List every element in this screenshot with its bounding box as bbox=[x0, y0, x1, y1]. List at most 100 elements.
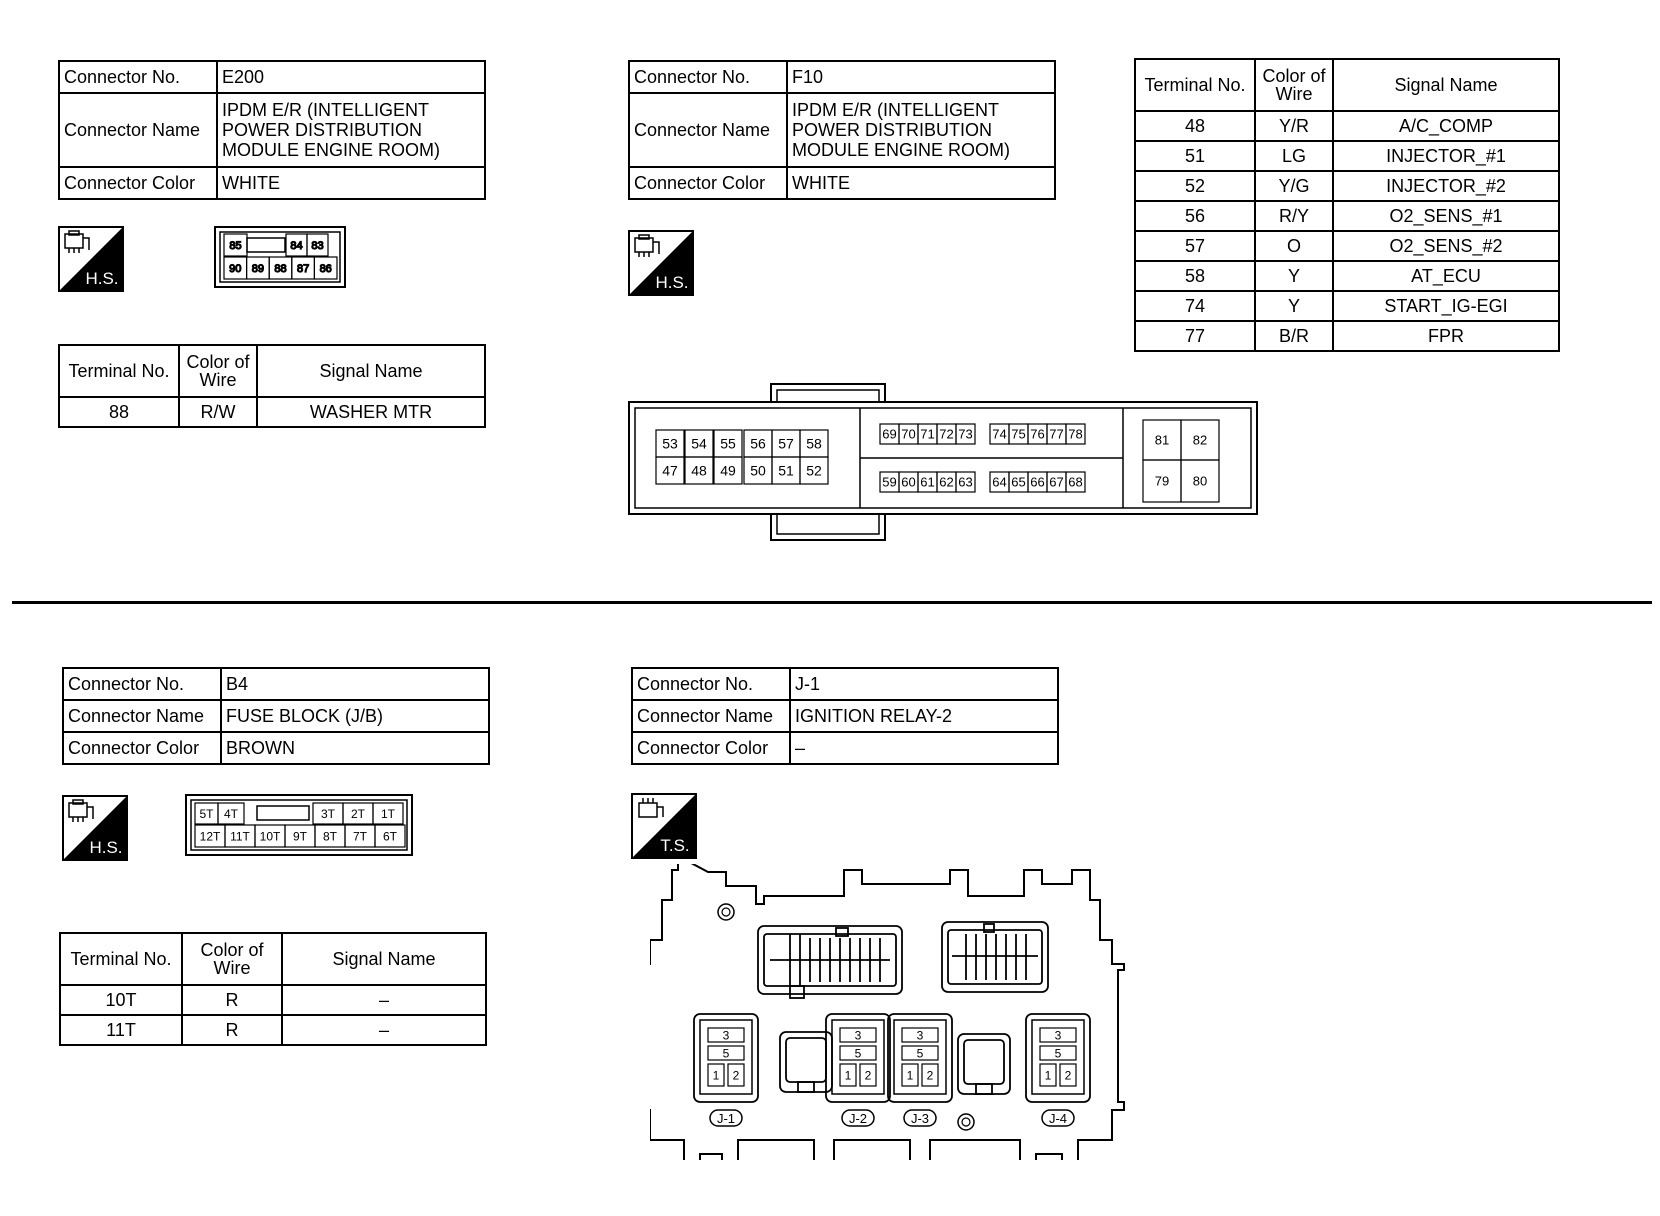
pin-label: 86 bbox=[320, 263, 332, 275]
pin-label: 6T bbox=[383, 829, 398, 843]
signal-name-cell: O2_SENS_#1 bbox=[1332, 200, 1560, 232]
b4-connector-table: Connector No. B4 Connector Name FUSE BLO… bbox=[62, 667, 490, 765]
pin-label: 48 bbox=[691, 463, 707, 479]
connector-color-value: WHITE bbox=[786, 166, 1056, 200]
pin-cell bbox=[901, 1063, 919, 1087]
pin-cell bbox=[1039, 1063, 1057, 1087]
pin-label: 62 bbox=[939, 475, 953, 490]
connector-name-value: IPDM E/R (INTELLIGENT POWER DISTRIBUTION… bbox=[786, 92, 1056, 168]
pin-cell bbox=[372, 802, 404, 825]
pin-label: 89 bbox=[252, 263, 264, 275]
connector-no-value: F10 bbox=[786, 60, 1056, 94]
pin-label: 74 bbox=[992, 427, 1006, 442]
pin-cell bbox=[707, 1027, 745, 1043]
pin-label: 1 bbox=[845, 1068, 852, 1082]
pin-cell bbox=[1039, 1027, 1077, 1043]
pin-label: 84 bbox=[290, 240, 302, 252]
signal-name-cell: FPR bbox=[1332, 320, 1560, 352]
terminal-side-icon: T.S. bbox=[631, 793, 697, 859]
pin-label: 12T bbox=[200, 829, 221, 843]
pin-label: 54 bbox=[691, 436, 707, 452]
terminal-no-cell: 58 bbox=[1134, 260, 1256, 292]
pin-label: 55 bbox=[720, 436, 736, 452]
terminal-no-cell: 51 bbox=[1134, 140, 1256, 172]
housing-outline bbox=[650, 864, 1125, 1160]
pin-label: 2 bbox=[927, 1068, 934, 1082]
pin-label: 10T bbox=[260, 829, 281, 843]
wire-color-cell: Y bbox=[1254, 290, 1334, 322]
pin-label: 75 bbox=[1011, 427, 1025, 442]
pin-label: 4T bbox=[224, 807, 239, 821]
harness-side-icon: H.S. bbox=[62, 795, 128, 861]
wire-color-cell: R/W bbox=[178, 396, 258, 428]
pin-cell bbox=[839, 1027, 877, 1043]
plug-socket-right bbox=[957, 1033, 1011, 1095]
connector-no-label: Connector No. bbox=[58, 60, 218, 94]
pin-label: 66 bbox=[1030, 475, 1044, 490]
pin-label: 11T bbox=[230, 829, 250, 843]
pin-cell bbox=[839, 1063, 857, 1087]
terminal-no-header: Terminal No. bbox=[58, 344, 180, 398]
pin-label: 72 bbox=[939, 427, 953, 442]
terminal-no-cell: 74 bbox=[1134, 290, 1256, 322]
table-row: 88 R/W WASHER MTR bbox=[58, 396, 486, 428]
pin-label: 79 bbox=[1155, 474, 1169, 489]
connector-no-value: E200 bbox=[216, 60, 486, 94]
pin-label: 1 bbox=[713, 1068, 720, 1082]
connector-name-label: Connector Name bbox=[628, 92, 788, 168]
relay-label-box bbox=[841, 1109, 875, 1127]
pin-label: 82 bbox=[1193, 433, 1207, 448]
pin-label: 64 bbox=[992, 475, 1006, 490]
connector-no-label: Connector No. bbox=[62, 667, 222, 701]
pin-label: 60 bbox=[901, 475, 915, 490]
pin-cell bbox=[1065, 471, 1086, 493]
relay-label: J-1 bbox=[717, 1111, 735, 1126]
table-row: 10T R – bbox=[59, 984, 487, 1016]
pin-label: 78 bbox=[1068, 427, 1082, 442]
wire-color-cell: O bbox=[1254, 230, 1334, 262]
pin-label: 70 bbox=[901, 427, 915, 442]
f10-connector-table: Connector No. F10 Connector Name IPDM E/… bbox=[628, 60, 1056, 200]
pin-cell bbox=[727, 1063, 745, 1087]
terminal-no-cell: 52 bbox=[1134, 170, 1256, 202]
pin-label: 7T bbox=[353, 829, 368, 843]
wire-color-cell: B/R bbox=[1254, 320, 1334, 352]
connector-name-value: IGNITION RELAY-2 bbox=[789, 699, 1059, 733]
j1-connector-table: Connector No. J-1 Connector Name IGNITIO… bbox=[631, 667, 1059, 765]
relay-socket-inner bbox=[831, 1019, 885, 1095]
icon-label: H.S. bbox=[655, 273, 688, 292]
pin-label: 52 bbox=[806, 463, 822, 479]
signal-name-header: Signal Name bbox=[1332, 58, 1560, 112]
harness-side-icon: H.S. bbox=[58, 226, 124, 292]
pin-label: 2T bbox=[351, 807, 366, 821]
pin-cell bbox=[655, 456, 685, 485]
icon-label: T.S. bbox=[660, 836, 689, 855]
pin-cell bbox=[374, 824, 406, 848]
pin-cell bbox=[313, 256, 338, 280]
pin-cell bbox=[955, 423, 976, 445]
pin-cell bbox=[1059, 1063, 1077, 1087]
connector-color-label: Connector Color bbox=[62, 731, 222, 765]
relay-label-box bbox=[903, 1109, 937, 1127]
pin-label: 3 bbox=[917, 1028, 924, 1042]
b4-terminal-table: Terminal No. Color of Wire Signal Name 1… bbox=[59, 932, 487, 1046]
pin-cell bbox=[1039, 1045, 1077, 1061]
pin-cell bbox=[921, 1063, 939, 1087]
section-divider bbox=[12, 601, 1652, 604]
pin-cell bbox=[859, 1063, 877, 1087]
pin-label: 51 bbox=[778, 463, 794, 479]
wire-color-cell: R bbox=[181, 1014, 283, 1046]
pin-label: 85 bbox=[229, 240, 241, 252]
pin-label: 56 bbox=[750, 436, 766, 452]
color-of-wire-header: Color of Wire bbox=[178, 344, 258, 398]
pin-label: 57 bbox=[778, 436, 794, 452]
pin-label: 63 bbox=[958, 475, 972, 490]
signal-name-cell: A/C_COMP bbox=[1332, 110, 1560, 142]
terminal-no-cell: 57 bbox=[1134, 230, 1256, 262]
